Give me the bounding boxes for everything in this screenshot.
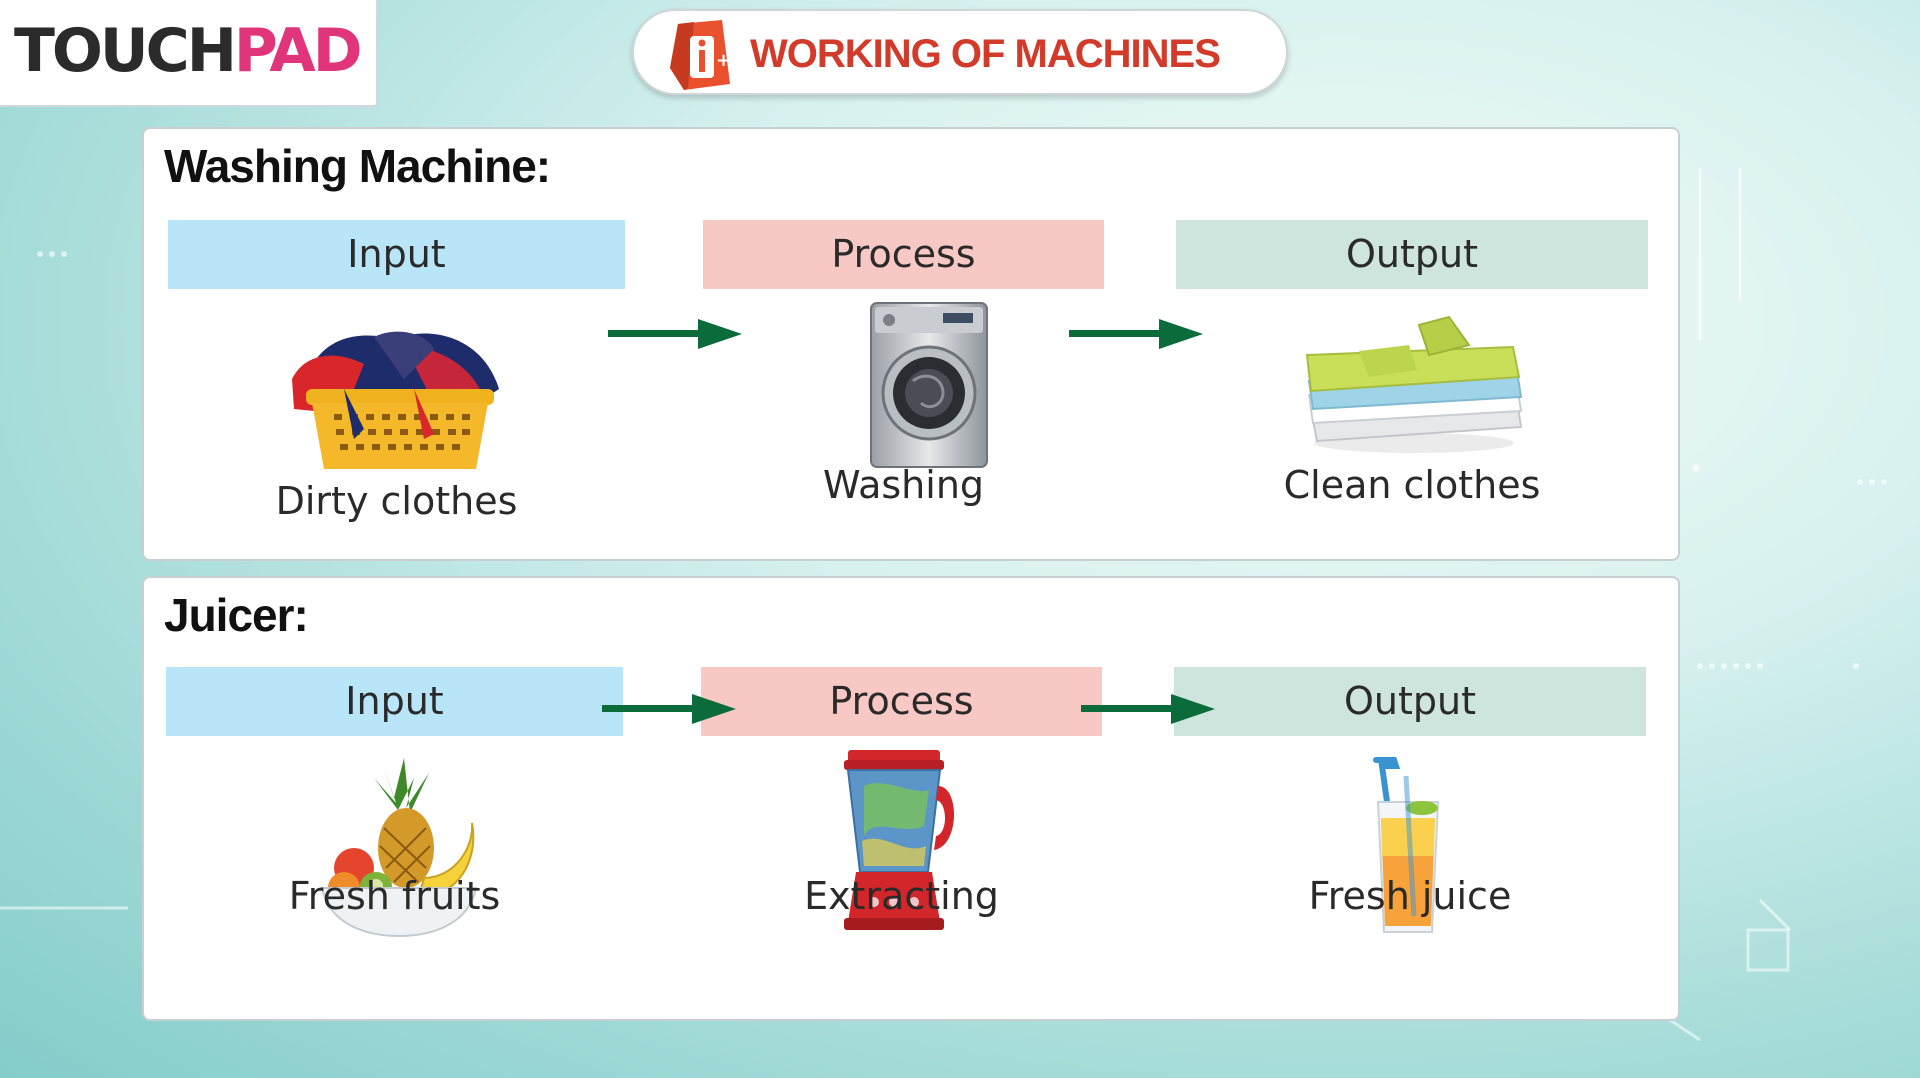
washing-caption: Washing [822,463,985,507]
washing-machine-icon [870,302,988,468]
output-header: Output [1176,220,1648,289]
arrow-right-icon [608,319,742,349]
arrow-right-icon [602,694,736,724]
logo-box: TOUCHPAD [0,0,378,107]
process-header: Process [701,667,1102,736]
fresh-juice-caption: Fresh juice [1308,874,1512,918]
output-header: Output [1174,667,1646,736]
logo: TOUCHPAD [14,16,363,86]
page-title: WORKING OF MACHINES [750,32,1221,76]
extracting-caption: Extracting [804,874,999,918]
fresh-fruits-caption: Fresh fruits [288,874,501,918]
laundry-basket-icon [292,331,499,469]
arrow-right-icon [1069,319,1203,349]
juicer-panel: Juicer: Input Process Output Fresh fruit… [142,576,1680,1021]
juicer-title: Juicer: [164,589,309,641]
input-header: Input [168,220,625,289]
svg-text:+: + [716,50,731,71]
washing-machine-panel: Washing Machine: Input Process Output Di… [142,127,1680,561]
clean-clothes-caption: Clean clothes [1283,463,1541,507]
juice-glass-icon [1373,757,1440,933]
info-plus-icon: + [670,20,731,90]
arrow-right-icon [1081,694,1215,724]
logo-text-touch: TOUCH [14,16,237,86]
folded-clothes-icon [1305,315,1523,453]
dirty-clothes-caption: Dirty clothes [275,479,518,523]
logo-text-pad: PAD [233,16,363,86]
washing-machine-title: Washing Machine: [164,140,551,192]
title-banner: + WORKING OF MACHINES [632,9,1288,95]
input-header: Input [166,667,623,736]
process-header: Process [703,220,1104,289]
fruit-bowl-icon [320,758,478,938]
blender-icon [844,750,954,930]
